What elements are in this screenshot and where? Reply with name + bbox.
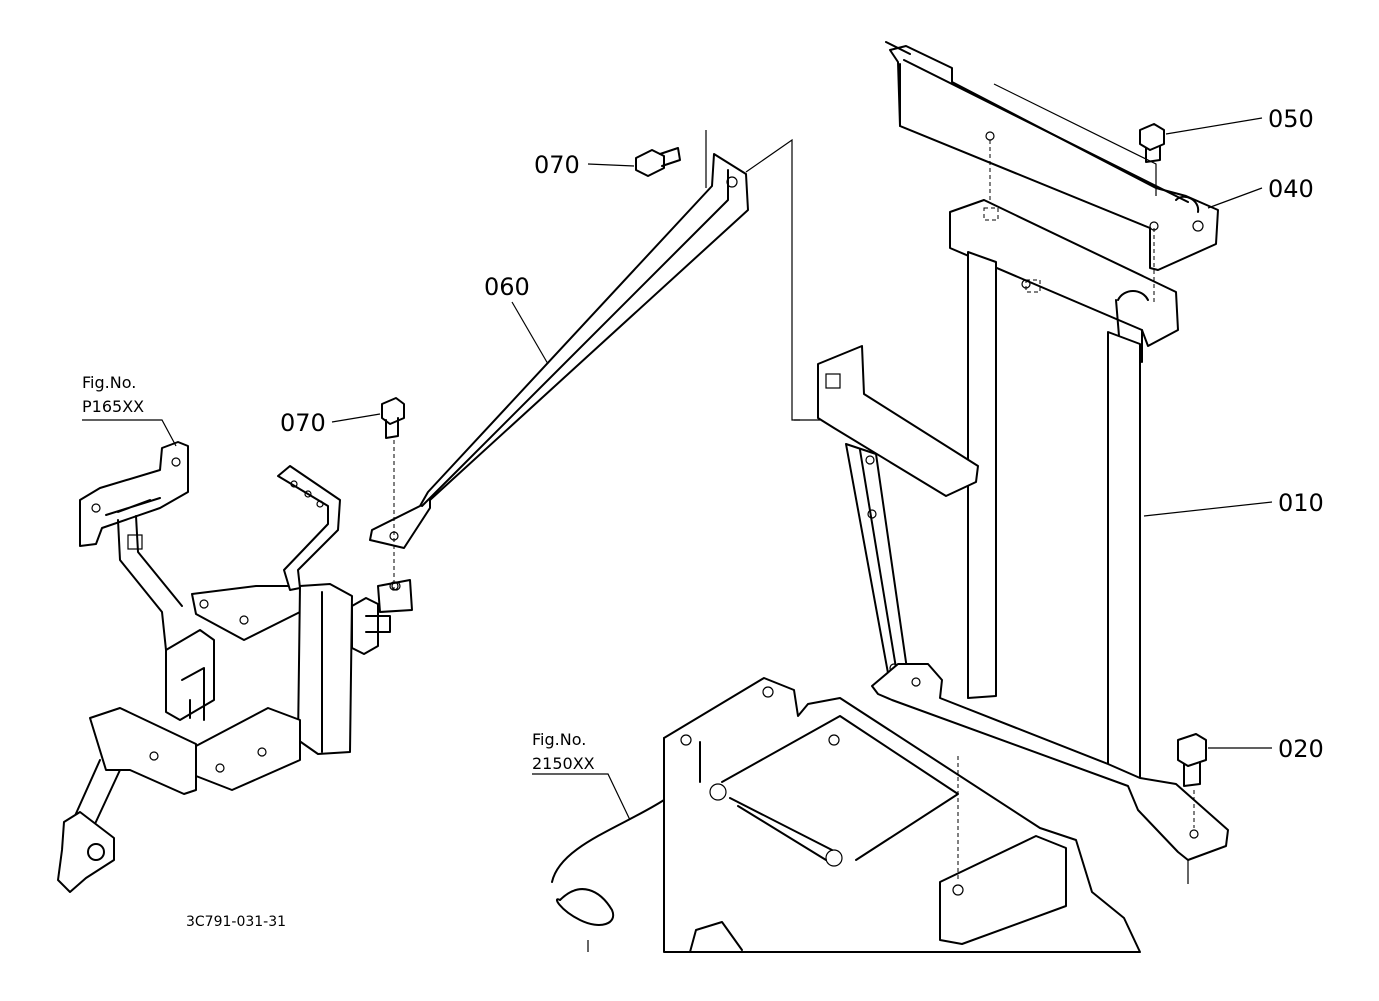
fig-ref-left-line2: P165XX [82, 397, 144, 416]
leader-lines [82, 117, 1273, 821]
part-label-050: 050 [1268, 105, 1314, 133]
fig-ref-left-line1: Fig.No. [82, 373, 136, 392]
part-label-070-mid: 070 [280, 409, 326, 437]
drawing-code: 3C791-031-31 [186, 914, 286, 930]
bolt-020-icon [1177, 733, 1207, 828]
handle-040 [885, 41, 1219, 302]
fig-ref-bottom-line1: Fig.No. [532, 730, 586, 749]
transmission-case [551, 677, 1141, 953]
part-label-070-top: 070 [534, 151, 580, 179]
left-bracket-assembly [57, 441, 413, 893]
brace-060 [369, 130, 800, 591]
frame-010 [794, 199, 1229, 884]
bolt-070-top-icon [635, 147, 681, 177]
part-label-040: 040 [1268, 175, 1314, 203]
part-label-020: 020 [1278, 735, 1324, 763]
bolt-050-icon [1139, 123, 1165, 163]
bolt-070-mid-icon [381, 397, 405, 439]
fig-ref-bottom-line2: 2150XX [532, 754, 595, 773]
part-label-010: 010 [1278, 489, 1324, 517]
part-label-060: 060 [484, 273, 530, 301]
